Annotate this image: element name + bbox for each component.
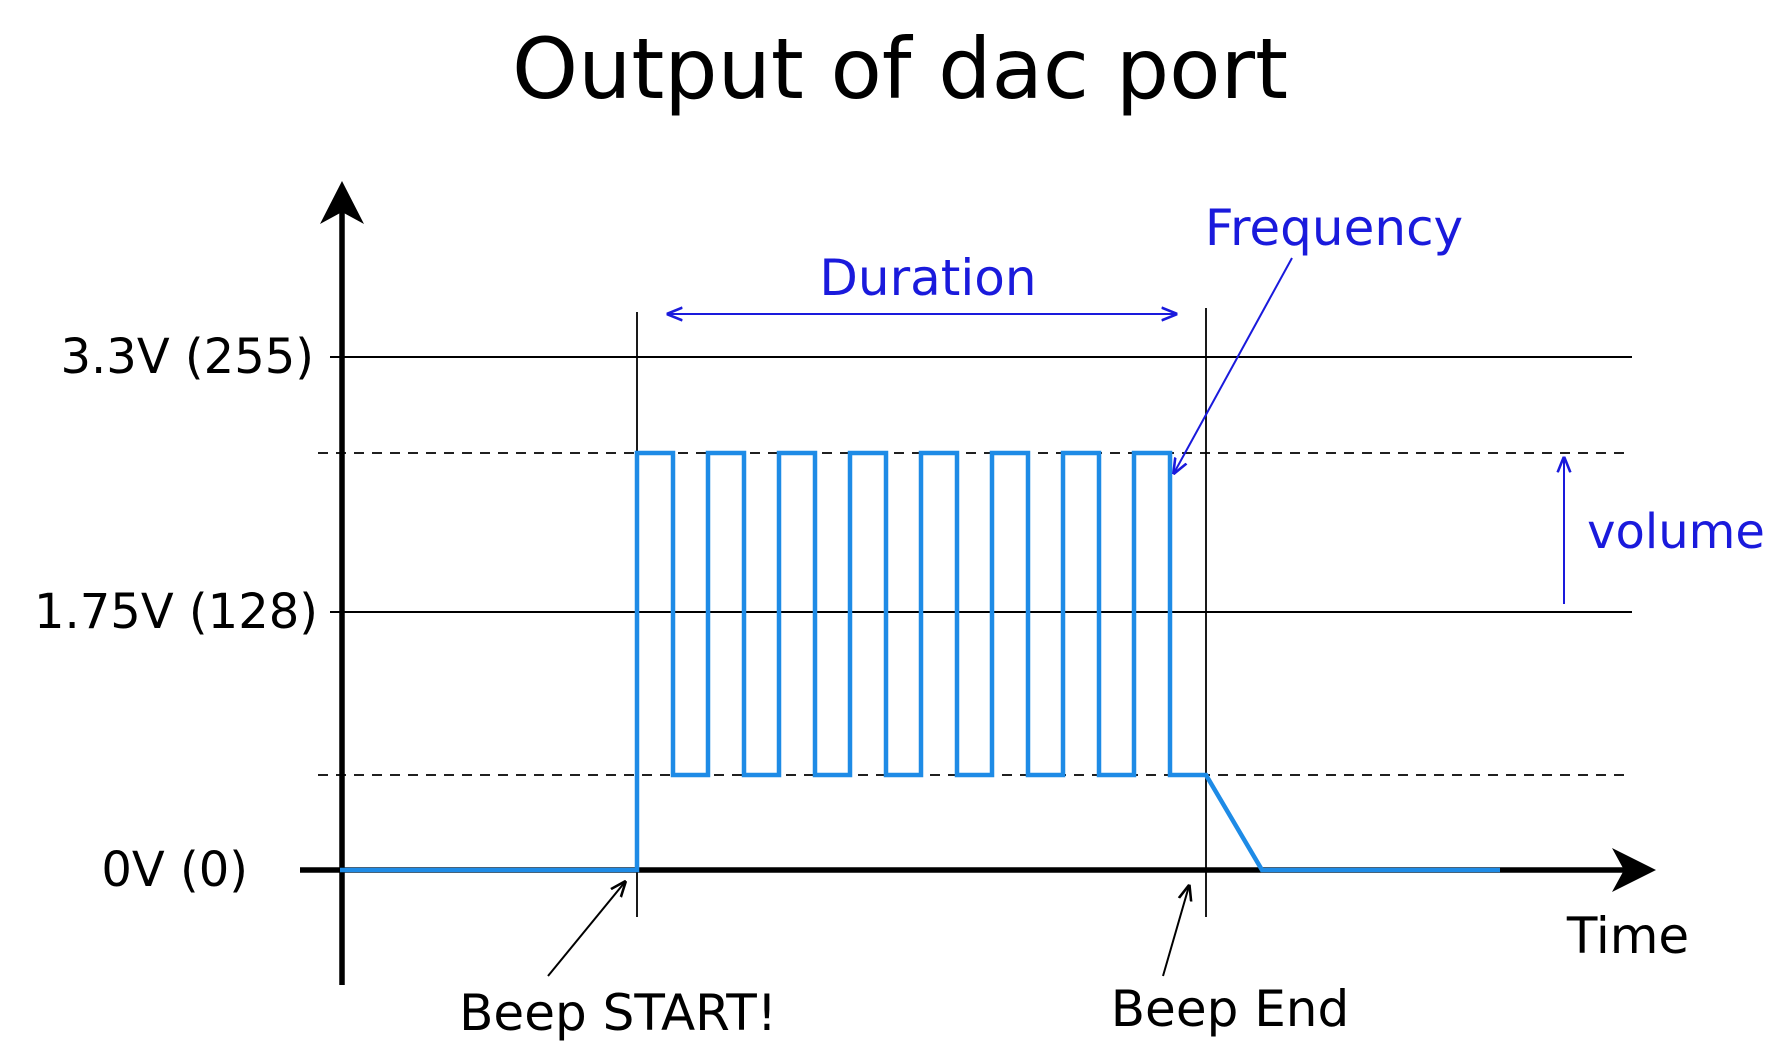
frequency-arrow — [1174, 257, 1293, 473]
y-label-high: 3.3V (255) — [61, 329, 315, 385]
x-axis-label: Time — [1566, 907, 1689, 965]
beep-start-label: Beep START! — [459, 984, 777, 1042]
volume-label: volume — [1587, 504, 1765, 560]
beep-end-arrow — [1162, 886, 1189, 977]
frequency-label: Frequency — [1205, 199, 1463, 257]
dac-signal-waveform — [340, 450, 1500, 873]
y-label-mid: 1.75V (128) — [34, 584, 318, 640]
y-label-zero: 0V (0) — [101, 842, 248, 898]
diagram-title: Output of dac port — [512, 20, 1288, 118]
duration-label: Duration — [819, 249, 1036, 307]
x-axis-arrowhead — [1612, 848, 1656, 892]
beep-start-arrow — [547, 882, 625, 977]
y-axis-arrowhead — [320, 181, 364, 224]
beep-end-label: Beep End — [1111, 980, 1349, 1038]
